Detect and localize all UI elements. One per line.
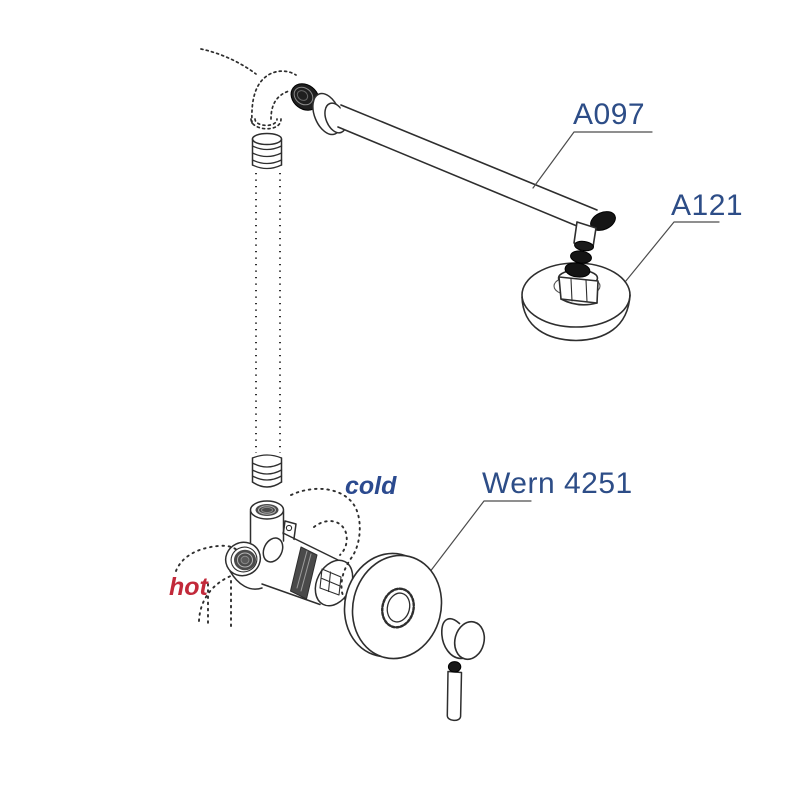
concealed-riser-drawing — [251, 132, 283, 488]
shower-arm-label: A097 — [573, 98, 646, 131]
concealed-elbow-drawing — [200, 48, 297, 130]
cold-supply-dashes — [290, 487, 361, 605]
shower-arm-drawing — [337, 104, 616, 252]
cold-supply-label: cold — [345, 472, 397, 500]
mixer-valve-drawing — [224, 500, 354, 607]
leader-a097 — [532, 131, 653, 189]
handle-knob-drawing — [440, 617, 486, 661]
leader-a121 — [611, 221, 720, 299]
escutcheon-drawing — [343, 552, 443, 660]
leader-wern — [425, 500, 532, 578]
shower-head-drawing — [521, 250, 631, 342]
mixer-model-label: Wern 4251 — [482, 467, 633, 500]
hot-supply-label: hot — [169, 573, 208, 601]
hot-supply-dashes — [175, 544, 239, 629]
handle-lever-drawing — [446, 661, 463, 722]
shower-head-label: A121 — [671, 189, 744, 222]
